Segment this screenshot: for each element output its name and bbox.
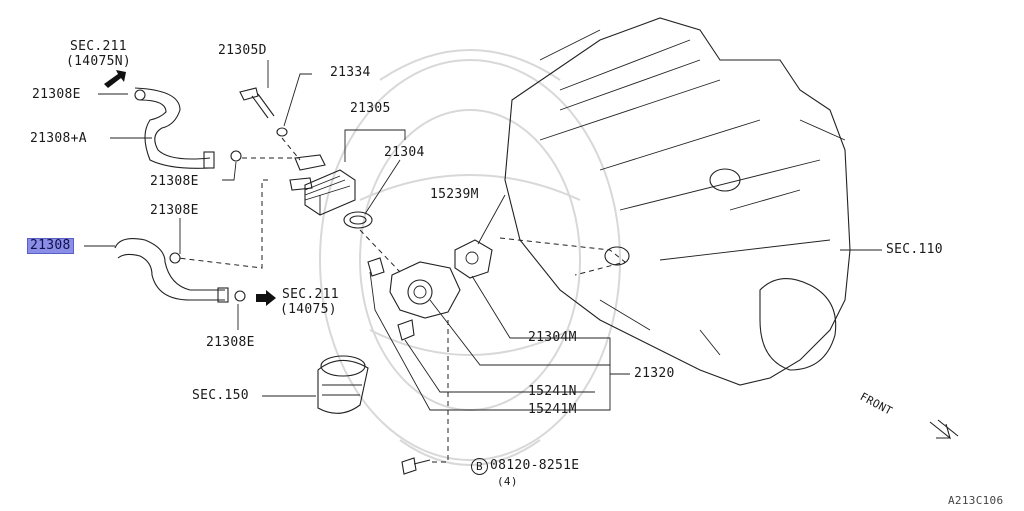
hose-21308A xyxy=(134,87,215,169)
label-15241M[interactable]: 15241M xyxy=(528,402,577,417)
label-21308A[interactable]: 21308+A xyxy=(30,131,87,146)
label-21308E-b[interactable]: 21308E xyxy=(150,174,199,189)
label-15239M[interactable]: 15239M xyxy=(430,187,479,202)
label-bolt-qty: (4) xyxy=(497,475,518,488)
oil-filter-bracket-21320 xyxy=(367,257,461,341)
label-21320[interactable]: 21320 xyxy=(634,366,675,381)
label-21308E-d[interactable]: 21308E xyxy=(206,335,255,350)
label-sec150: SEC.150 xyxy=(192,388,249,403)
label-15241N[interactable]: 15241N xyxy=(528,384,577,399)
label-sec211-bottom: SEC.211 xyxy=(282,287,339,302)
label-21308E-a[interactable]: 21308E xyxy=(32,87,81,102)
label-sec211-bottom-sub: (14075) xyxy=(280,302,337,317)
engine-block xyxy=(499,17,851,386)
label-sec211-top: SEC.211 xyxy=(70,39,127,54)
bolt-08120 xyxy=(401,457,431,475)
clamp-icons xyxy=(230,150,246,302)
oil-cooler-21305 xyxy=(289,154,356,216)
label-21304[interactable]: 21304 xyxy=(384,145,425,160)
leader-lines xyxy=(84,60,882,411)
dashed-lines xyxy=(177,137,449,463)
front-direction-arrow-icon xyxy=(929,419,959,440)
label-sec211-top-sub: (14075N) xyxy=(66,54,132,69)
label-21308-selected[interactable]: 21308 xyxy=(27,238,74,254)
label-21305[interactable]: 21305 xyxy=(350,101,391,116)
o-ring-21334 xyxy=(276,127,288,137)
oil-filter-sec150 xyxy=(317,355,369,414)
bolt-circle-marker: B xyxy=(471,458,488,475)
label-08120-8251E[interactable]: 08120-8251E xyxy=(490,458,580,473)
label-21308E-c[interactable]: 21308E xyxy=(150,203,199,218)
gasket-21304 xyxy=(343,211,373,229)
label-sec110: SEC.110 xyxy=(886,242,943,257)
arrow-to-sec211-bottom-icon xyxy=(256,290,276,306)
figure-id: A213C106 xyxy=(948,494,1004,507)
bolt-21305D xyxy=(239,87,275,119)
gasket-15239M xyxy=(454,239,493,279)
hose-21308 xyxy=(114,238,229,303)
arrow-to-sec211-top-icon xyxy=(104,70,126,88)
label-21304M[interactable]: 21304M xyxy=(528,330,577,345)
label-21305D[interactable]: 21305D xyxy=(218,43,267,58)
label-21334[interactable]: 21334 xyxy=(330,65,371,80)
